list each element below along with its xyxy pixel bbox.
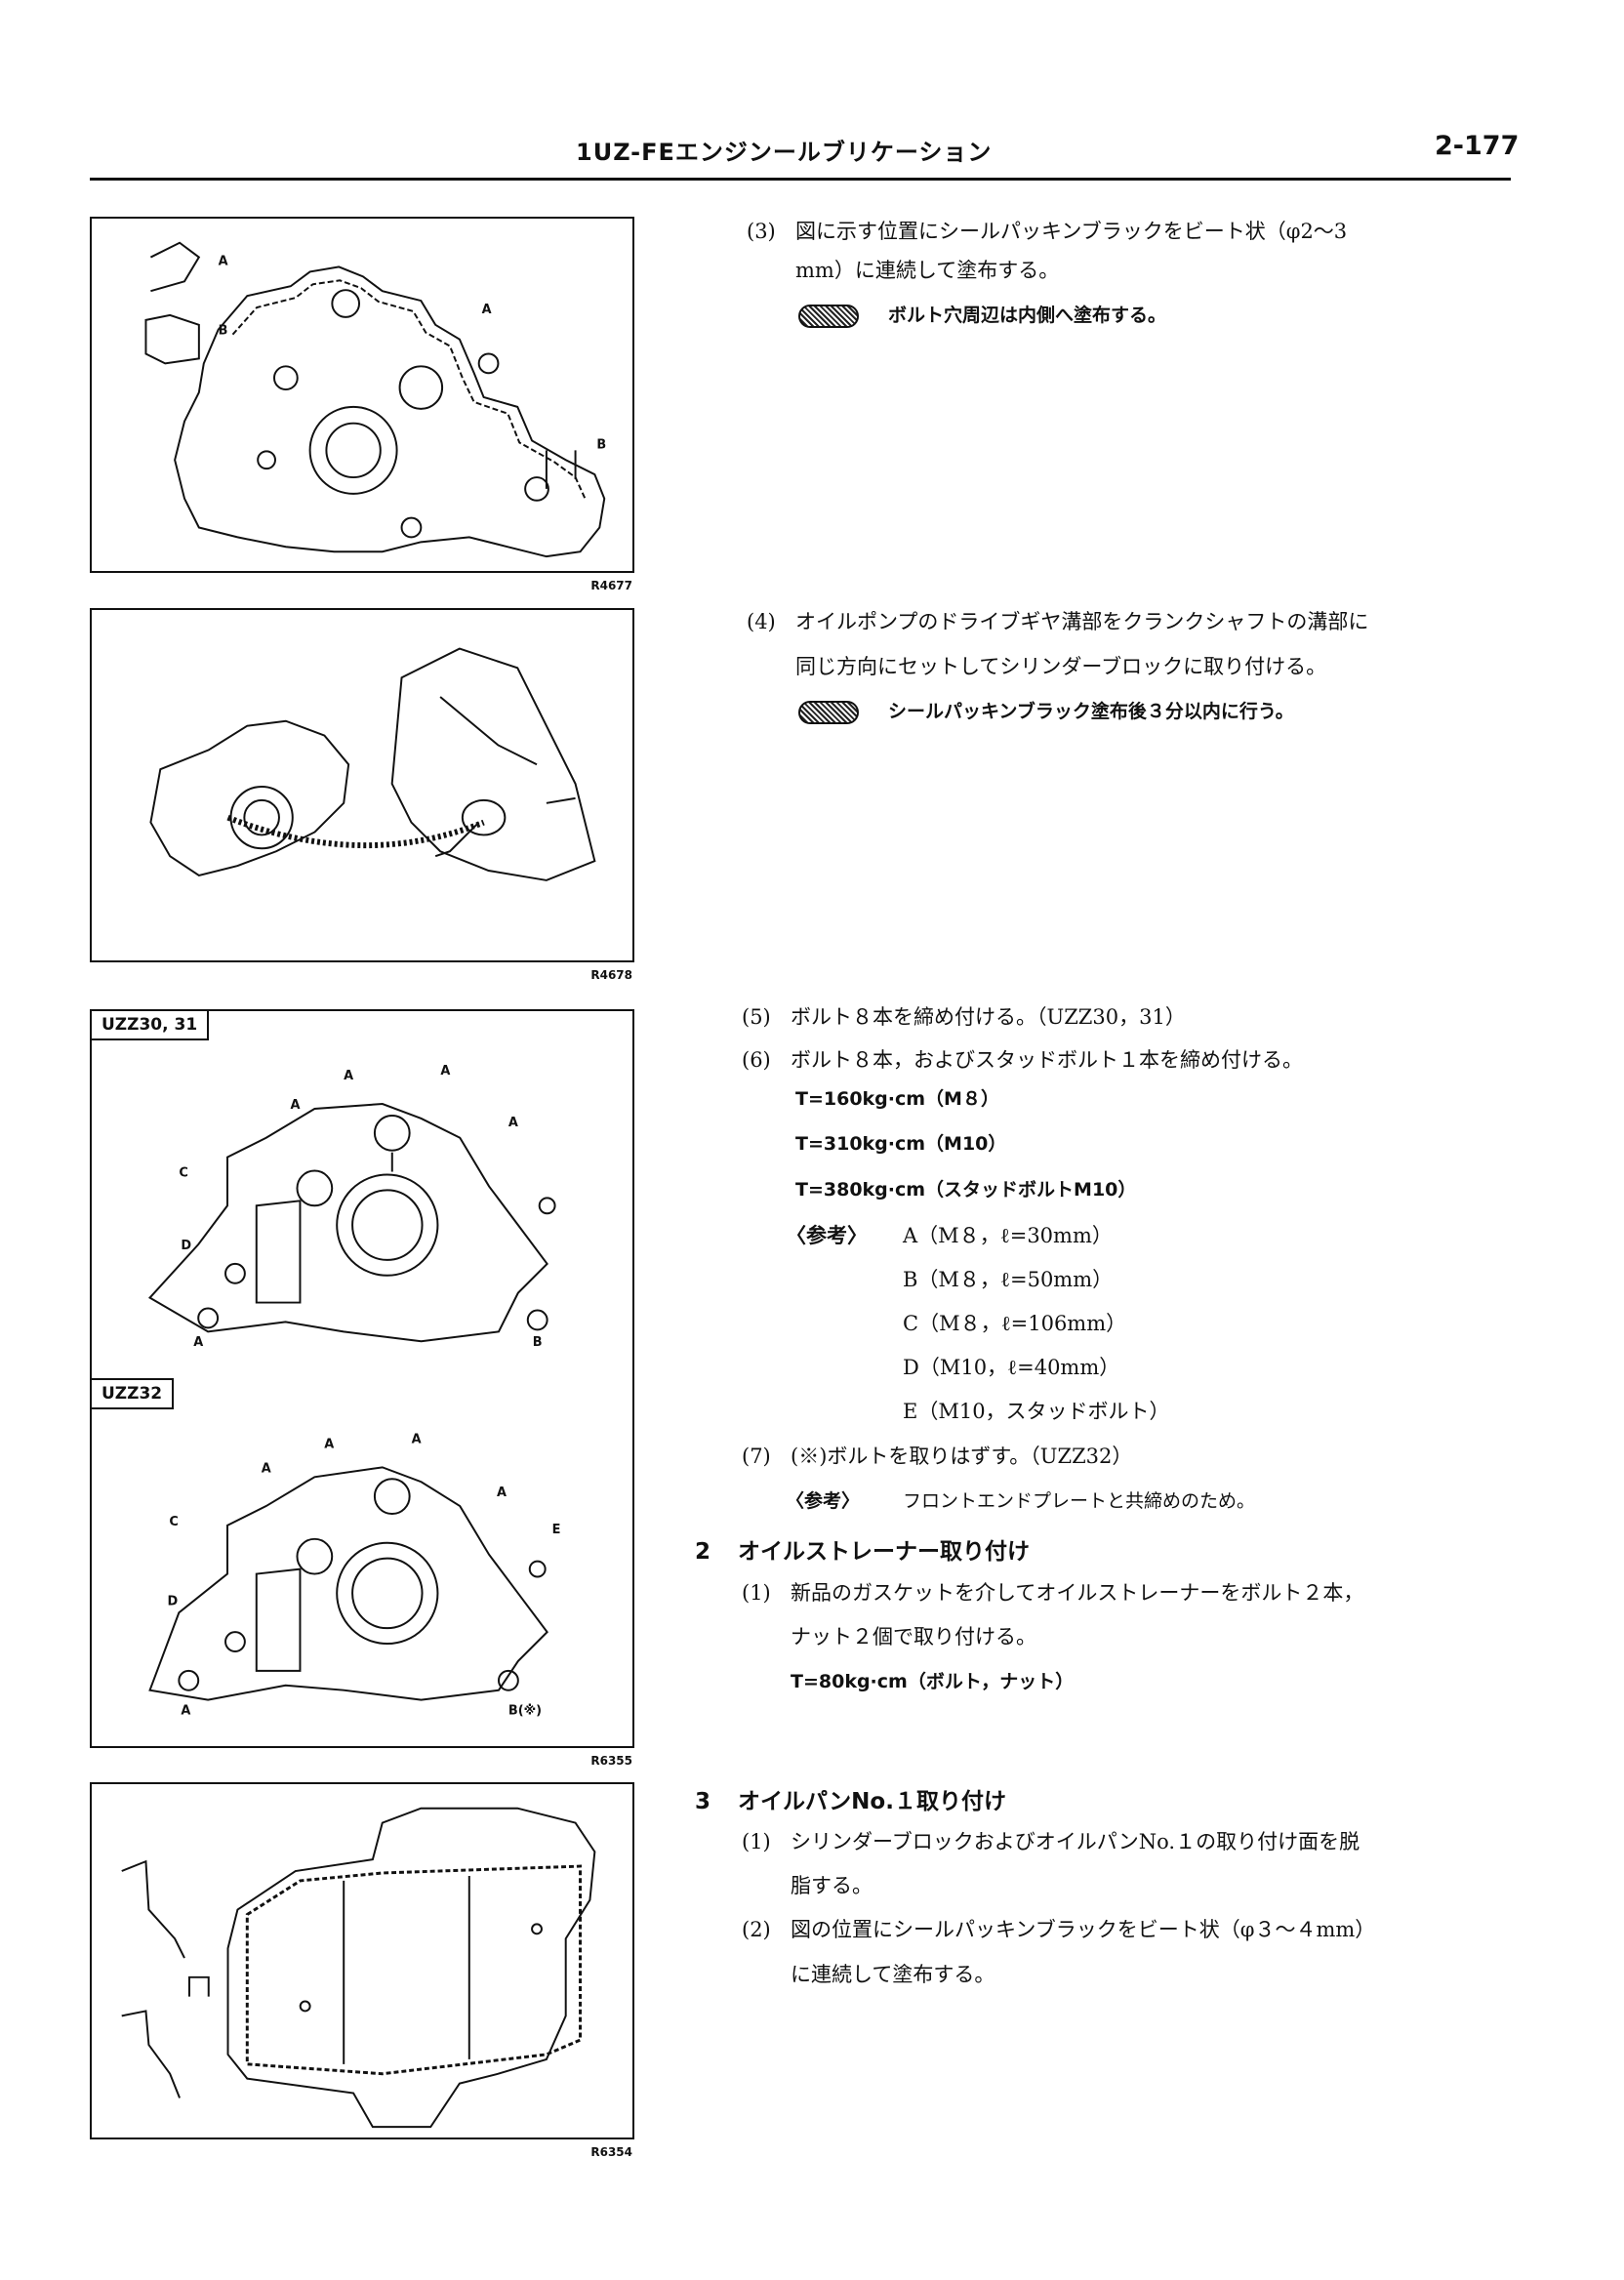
section-3-step-1: (1) シリンダーブロックおよびオイルパンNo.１の取り付け面を脱 [742, 1827, 1360, 1856]
ref-label: 〈参考〉 [786, 1224, 868, 1247]
svg-text:A: A [181, 1704, 190, 1719]
torque-spec-1: T=160kg·cm（M８） [795, 1088, 999, 1110]
figure-code: R4678 [590, 968, 632, 982]
figure-code: R4677 [590, 579, 632, 592]
step-number: (2) [742, 1918, 771, 1941]
svg-text:B: B [219, 324, 228, 339]
step-number: (5) [742, 1005, 771, 1029]
ref-text: A（M８，ℓ=30mm） [903, 1224, 1113, 1247]
ref-row-b: B（M８，ℓ=50mm） [903, 1268, 1114, 1291]
step-3: (3) 図に示す位置にシールパッキンブラックをビート状（φ2～3 [747, 217, 1347, 246]
section-3-step-2-cont: に連続して塗布する。 [791, 1963, 995, 1986]
figure-timing-cover-sealant: A B A B R4677 [90, 217, 634, 592]
svg-text:A: A [324, 1437, 334, 1451]
step-number: (6) [742, 1048, 771, 1072]
step-7: (7) (※)ボルトを取りはずす。（UZZ32） [742, 1442, 1132, 1471]
svg-text:A: A [412, 1433, 422, 1447]
oil-pump-drawing [149, 647, 596, 881]
svg-text:A: A [497, 1486, 507, 1500]
step-5: (5) ボルト８本を締め付ける。（UZZ30，31） [742, 1002, 1186, 1032]
svg-text:A: A [344, 1069, 353, 1083]
ref-row-a: 〈参考〉 A（M８，ℓ=30mm） [786, 1221, 1113, 1250]
step-number: (1) [742, 1581, 771, 1605]
front-plate-drawing: A A A A C D A B A A A A C E D A B(※) [148, 1064, 561, 1719]
step-3-cont: mm）に連続して塗布する。 [795, 259, 1060, 282]
step-text: ボルト８本を締め付ける。（UZZ30，31） [791, 1005, 1186, 1029]
svg-text:C: C [169, 1515, 178, 1529]
section-3-step-2: (2) 図の位置にシールパッキンブラックをビート状（φ３～４mm） [742, 1915, 1375, 1944]
torque-spec-2: T=310kg·cm（M10） [795, 1133, 1007, 1155]
header-rule [90, 178, 1511, 181]
step-text: ボルト８本，およびスタッドボルト１本を締め付ける。 [791, 1048, 1303, 1072]
ref-row-e: E（M10，スタッドボルト） [903, 1400, 1170, 1423]
step-number: (7) [742, 1445, 771, 1468]
caution-badge-icon [798, 700, 859, 724]
svg-text:A: A [291, 1098, 301, 1113]
svg-text:B: B [533, 1335, 543, 1350]
figure-code: R6354 [590, 2145, 632, 2159]
note-text: シールパッキンブラック塗布後３分以内に行う。 [888, 701, 1294, 722]
step-3-note: ボルト穴周辺は内側へ塗布する。 [798, 301, 1166, 330]
section-3-heading: 3 オイルパンNo.１取り付け [695, 1782, 1006, 1815]
figure-oil-pan-sealant: R6354 [90, 1782, 634, 2159]
ref-text: フロントエンドプレートと共締めのため。 [903, 1490, 1256, 1512]
section-2-step-1: (1) 新品のガスケットを介してオイルストレーナーをボルト２本， [742, 1578, 1363, 1608]
section-title: オイルパンNo.１取り付け [738, 1789, 1006, 1814]
step-number: (3) [747, 220, 776, 243]
svg-text:B(※): B(※) [508, 1704, 542, 1719]
svg-text:A: A [219, 254, 228, 268]
timing-cover-drawing: A B A B [144, 241, 606, 558]
step-text: 新品のガスケットを介してオイルストレーナーをボルト２本， [791, 1581, 1364, 1605]
svg-text:B: B [596, 437, 606, 452]
oil-pan-drawing [121, 1807, 596, 2129]
svg-text:A: A [440, 1064, 450, 1079]
variant-tag-uzz32: UZZ32 [90, 1378, 175, 1409]
step-4-cont: 同じ方向にセットしてシリンダーブロックに取り付ける。 [795, 655, 1327, 678]
step-number: (4) [747, 610, 776, 633]
section-3-step-1-cont: 脂する。 [791, 1874, 873, 1897]
svg-text:A: A [193, 1335, 203, 1350]
ref-row-c: C（M８，ℓ=106mm） [903, 1312, 1127, 1335]
page-title: 1UZ-FEエンジンールブリケーション [576, 139, 993, 166]
svg-text:E: E [552, 1523, 561, 1537]
step-text: (※)ボルトを取りはずす。（UZZ32） [791, 1445, 1133, 1468]
step-text: オイルポンプのドライブギヤ溝部をクランクシャフトの溝部に [795, 610, 1369, 633]
svg-text:C: C [179, 1165, 187, 1180]
figure-front-plate-bolts: UZZ30, 31 UZZ32 A [90, 1009, 634, 1768]
section-2-heading: 2 オイルストレーナー取り付け [695, 1532, 1030, 1566]
caution-badge-icon [798, 304, 859, 328]
section-number: 3 [695, 1789, 711, 1814]
ref-label: 〈参考〉 [786, 1490, 861, 1512]
svg-text:D: D [167, 1594, 178, 1608]
step-4-note: シールパッキンブラック塗布後３分以内に行う。 [798, 697, 1294, 726]
section-2-step-1-cont: ナット２個で取り付ける。 [791, 1625, 1036, 1649]
torque-spec-3: T=380kg·cm（スタッドボルトM10） [795, 1179, 1137, 1201]
svg-text:A: A [482, 303, 492, 317]
step-6: (6) ボルト８本，およびスタッドボルト１本を締め付ける。 [742, 1045, 1303, 1075]
step-text: 図の位置にシールパッキンブラックをビート状（φ３～４mm） [791, 1918, 1376, 1941]
step-7-ref: 〈参考〉 フロントエンドプレートと共締めのため。 [786, 1486, 1255, 1516]
figure-oil-pump-install: R4678 [90, 608, 634, 982]
section-2-torque: T=80kg·cm（ボルト，ナット） [791, 1671, 1075, 1692]
step-text: 図に示す位置にシールパッキンブラックをビート状（φ2～3 [795, 220, 1348, 243]
note-text: ボルト穴周辺は内側へ塗布する。 [888, 305, 1167, 326]
step-text: シリンダーブロックおよびオイルパンNo.１の取り付け面を脱 [791, 1830, 1360, 1853]
svg-text:A: A [508, 1116, 518, 1130]
section-number: 2 [695, 1539, 711, 1565]
step-number: (1) [742, 1830, 771, 1853]
section-title: オイルストレーナー取り付け [738, 1539, 1030, 1565]
variant-tag-uzz30-31: UZZ30, 31 [90, 1009, 210, 1040]
svg-text:D: D [181, 1239, 191, 1253]
ref-row-d: D（M10，ℓ=40mm） [903, 1356, 1120, 1379]
figure-code: R6355 [590, 1754, 632, 1768]
step-4: (4) オイルポンプのドライブギヤ溝部をクランクシャフトの溝部に [747, 607, 1368, 636]
page-number: 2-177 [1435, 131, 1520, 161]
svg-text:A: A [262, 1461, 271, 1476]
